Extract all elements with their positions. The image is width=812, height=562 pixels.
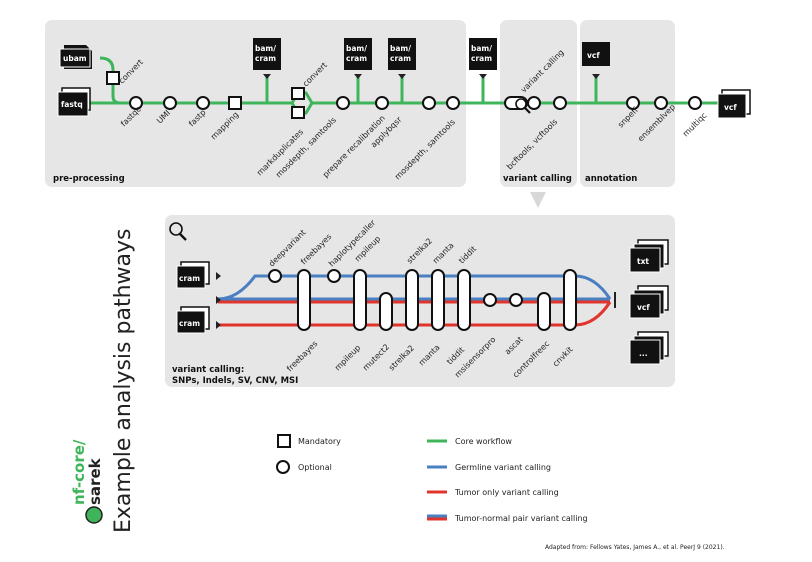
- multiqc-label: multiqc: [681, 111, 709, 139]
- vcf-file-icon-output: vcf: [717, 89, 751, 119]
- svg-text:cram: cram: [179, 319, 200, 328]
- connectors: [263, 74, 600, 79]
- svg-text:vcf: vcf: [637, 303, 650, 312]
- credit: Adapted from: Fellows Yates, James A., e…: [545, 544, 725, 551]
- fastp-step: [196, 96, 210, 110]
- vc-panel-label-2: SNPs, Indels, SV, CNV, MSI: [172, 376, 298, 386]
- ubam-label: ubam: [63, 54, 87, 63]
- ensemblvep-step: [654, 96, 668, 110]
- svg-text:vcf: vcf: [724, 103, 737, 112]
- svg-text:cram: cram: [346, 54, 367, 63]
- umi-step: [163, 96, 177, 110]
- svg-text:bam/: bam/: [390, 44, 411, 53]
- expand-arrow: [530, 192, 546, 208]
- section-variant-calling: variant calling: [503, 174, 572, 184]
- legend-mandatory-icon: [277, 434, 291, 448]
- multiqc-step: [688, 96, 702, 110]
- ubam-file-icon: ubam: [59, 45, 92, 69]
- prepare-recal-step: [336, 96, 350, 110]
- input-arrow: [216, 272, 221, 280]
- legend-mandatory: Mandatory: [298, 437, 341, 446]
- svg-text:bam/: bam/: [471, 44, 492, 53]
- applybqsr-step: [375, 96, 389, 110]
- fastq-label: fastq: [61, 100, 83, 109]
- bcftools-step: [527, 96, 541, 110]
- magnifier-icon: [515, 98, 531, 114]
- mapping-step: [228, 96, 242, 110]
- legend-core: Core workflow: [455, 437, 512, 446]
- svg-text:cram: cram: [255, 54, 276, 63]
- bamcram-file-icon-1: bam/ cram: [253, 38, 281, 70]
- svg-text:bam/: bam/: [255, 44, 276, 53]
- bamcram-file-icon-2: bam/ cram: [344, 38, 372, 70]
- mosdepth-step: [291, 106, 305, 119]
- svg-text:nf-core/: nf-core/: [70, 439, 88, 505]
- legend-optional-icon: [276, 460, 290, 474]
- legend-germline: Germline variant calling: [455, 463, 551, 472]
- section-annotation: annotation: [585, 174, 637, 184]
- legend-tumor-normal: Tumor-normal pair variant calling: [454, 514, 588, 523]
- vcf-file-icon-1: vcf: [582, 42, 610, 66]
- fastqc-step: [129, 96, 143, 110]
- svg-text:cram: cram: [179, 274, 200, 283]
- svg-text:txt: txt: [637, 257, 649, 266]
- input-arrow: [216, 296, 221, 304]
- diagram-title: Example analysis pathways: [111, 229, 136, 533]
- txt-file-icon: txt: [629, 239, 669, 273]
- vcf-file-icon-2: vcf: [629, 285, 669, 319]
- samtools-step: [446, 96, 460, 110]
- other-file-icon: ...: [629, 331, 669, 365]
- svg-text:...: ...: [639, 349, 648, 358]
- legend-optional: Optional: [298, 463, 332, 472]
- svg-text:cram: cram: [390, 54, 411, 63]
- cram-file-icon-1: cram: [176, 261, 210, 289]
- mosdepth2-step: [422, 96, 436, 110]
- zoom-icon: [169, 222, 187, 241]
- vcftools-step: [553, 96, 567, 110]
- convert-step: [106, 71, 120, 85]
- svg-text:sarek: sarek: [86, 457, 104, 505]
- markduplicates-step: [291, 87, 305, 100]
- tool-nodes: [268, 269, 577, 331]
- svg-text:vcf: vcf: [587, 51, 600, 60]
- bamcram-file-icon-4: bam/ cram: [469, 38, 497, 70]
- bamcram-file-icon-3: bam/ cram: [388, 38, 416, 70]
- snpeff-step: [626, 96, 640, 110]
- svg-text:cram: cram: [471, 54, 492, 63]
- nf-core-sarek-logo: nf-core/ sarek: [70, 439, 104, 524]
- legend-tumor-only: Tumor only variant calling: [454, 488, 559, 497]
- fastq-file-icon: fastq: [57, 87, 91, 117]
- input-arrow: [216, 321, 221, 329]
- legend: Mandatory Optional Core workflow Germlin…: [276, 434, 588, 523]
- cram-file-icon-2: cram: [176, 306, 210, 334]
- section-preprocessing: pre-processing: [53, 174, 125, 184]
- svg-text:bam/: bam/: [346, 44, 367, 53]
- vc-panel-label-1: variant calling:: [172, 365, 244, 375]
